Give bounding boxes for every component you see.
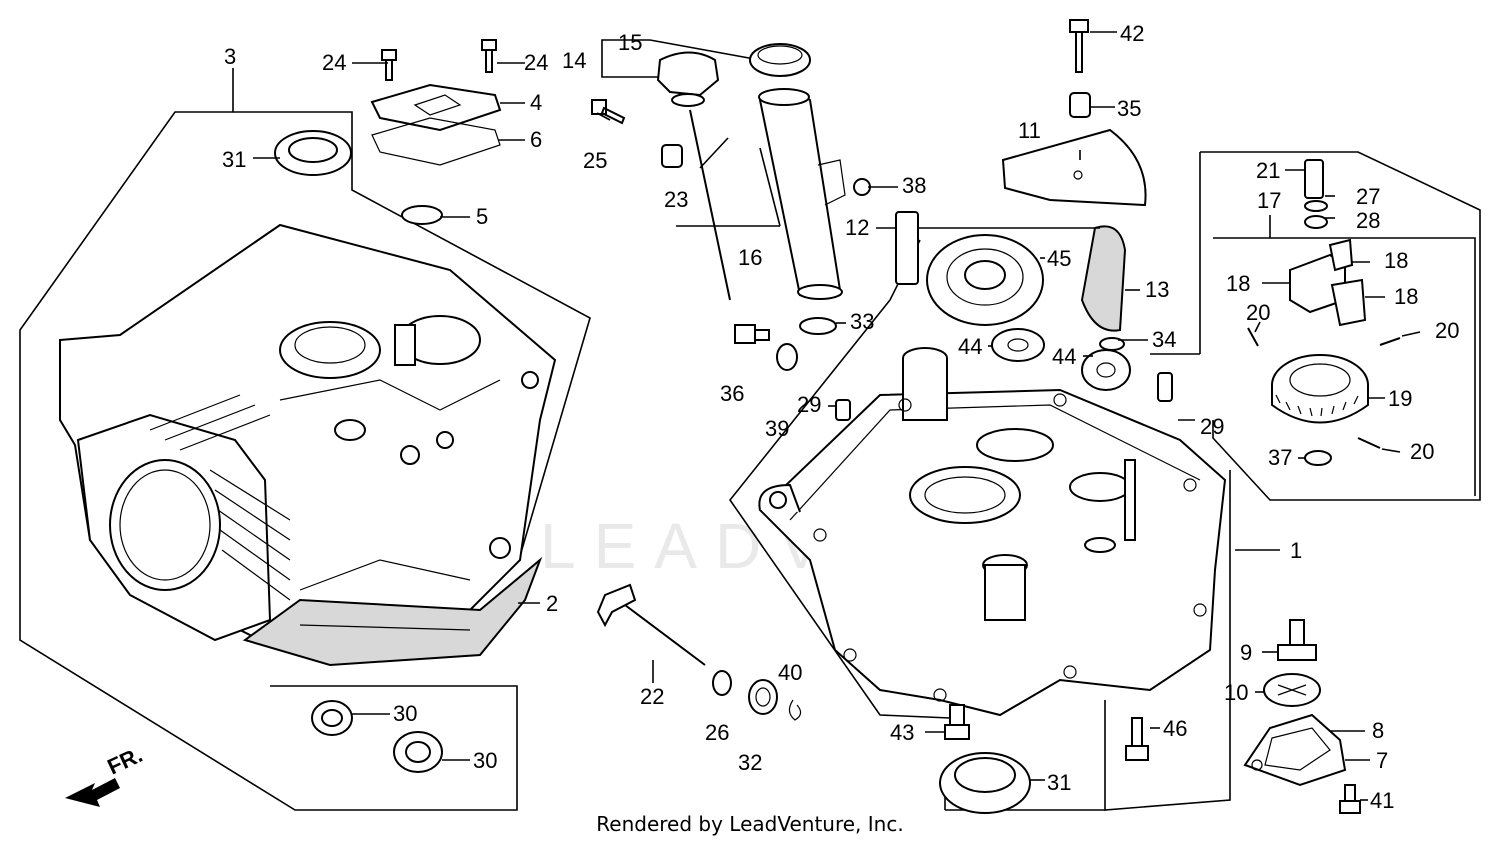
callout-31a: 31 <box>222 147 246 172</box>
callout-29a: 29 <box>797 392 821 417</box>
callout-14: 14 <box>562 48 586 73</box>
callout-33: 33 <box>850 309 874 334</box>
callout-41: 41 <box>1370 788 1394 813</box>
callout-13: 13 <box>1145 277 1169 302</box>
callout-46: 46 <box>1163 716 1187 741</box>
callout-20c: 20 <box>1410 439 1434 464</box>
callout-18b: 18 <box>1226 271 1250 296</box>
callout-11: 11 <box>1018 118 1041 143</box>
callout-38: 38 <box>902 173 926 198</box>
callout-5: 5 <box>476 204 488 229</box>
callout-12: 12 <box>845 215 869 240</box>
callout-17: 17 <box>1257 188 1281 213</box>
callout-15: 15 <box>618 30 642 55</box>
callout-32: 32 <box>738 750 762 775</box>
cylinder-block-group: FR. <box>19 39 591 811</box>
callout-20a: 20 <box>1246 300 1270 325</box>
callout-27: 27 <box>1356 184 1380 209</box>
callout-45: 45 <box>1047 246 1071 271</box>
callout-8: 8 <box>1372 718 1384 743</box>
callout-37: 37 <box>1268 445 1292 470</box>
callout-4: 4 <box>530 90 542 115</box>
front-arrow-icon <box>65 778 120 807</box>
callout-2: 2 <box>546 591 558 616</box>
callout-24a: 24 <box>322 50 346 75</box>
callout-28: 28 <box>1356 208 1380 233</box>
callout-29b: 29 <box>1200 414 1224 439</box>
callout-30a: 30 <box>393 701 417 726</box>
pump-parts-group <box>1243 619 1370 814</box>
callout-43: 43 <box>890 720 914 745</box>
callout-1: 1 <box>1290 538 1302 563</box>
crankcase-cover-group <box>596 19 1280 814</box>
callout-44a: 44 <box>958 334 982 359</box>
callout-39: 39 <box>765 416 789 441</box>
callout-30b: 30 <box>473 748 497 773</box>
callout-24b: 24 <box>524 50 548 75</box>
callout-36: 36 <box>720 381 744 406</box>
callout-labels: 3 24 24 4 6 31 5 2 30 30 15 14 25 23 16 … <box>222 21 1459 813</box>
callout-16: 16 <box>738 245 762 270</box>
callout-3: 3 <box>224 44 236 69</box>
callout-26: 26 <box>705 720 729 745</box>
callout-6: 6 <box>530 127 542 152</box>
callout-40: 40 <box>778 660 802 685</box>
callout-23: 23 <box>664 187 688 212</box>
callout-21: 21 <box>1256 158 1280 183</box>
callout-18a: 18 <box>1384 248 1408 273</box>
oil-filler-group <box>591 39 898 421</box>
callout-35: 35 <box>1117 96 1141 121</box>
callout-31b: 31 <box>1047 770 1071 795</box>
callout-20b: 20 <box>1435 318 1459 343</box>
callout-18c: 18 <box>1394 284 1418 309</box>
callout-22: 22 <box>640 684 664 709</box>
callout-34: 34 <box>1152 327 1176 352</box>
callout-25: 25 <box>583 148 607 173</box>
callout-7: 7 <box>1376 748 1388 773</box>
credit-line: Rendered by LeadVenture, Inc. <box>596 812 904 836</box>
governor-group <box>1200 151 1481 501</box>
callout-10: 10 <box>1224 680 1248 705</box>
callout-9: 9 <box>1240 640 1252 665</box>
front-marker: FR. <box>104 742 147 780</box>
callout-19: 19 <box>1388 386 1412 411</box>
callout-42: 42 <box>1120 21 1144 46</box>
callout-44b: 44 <box>1052 344 1076 369</box>
